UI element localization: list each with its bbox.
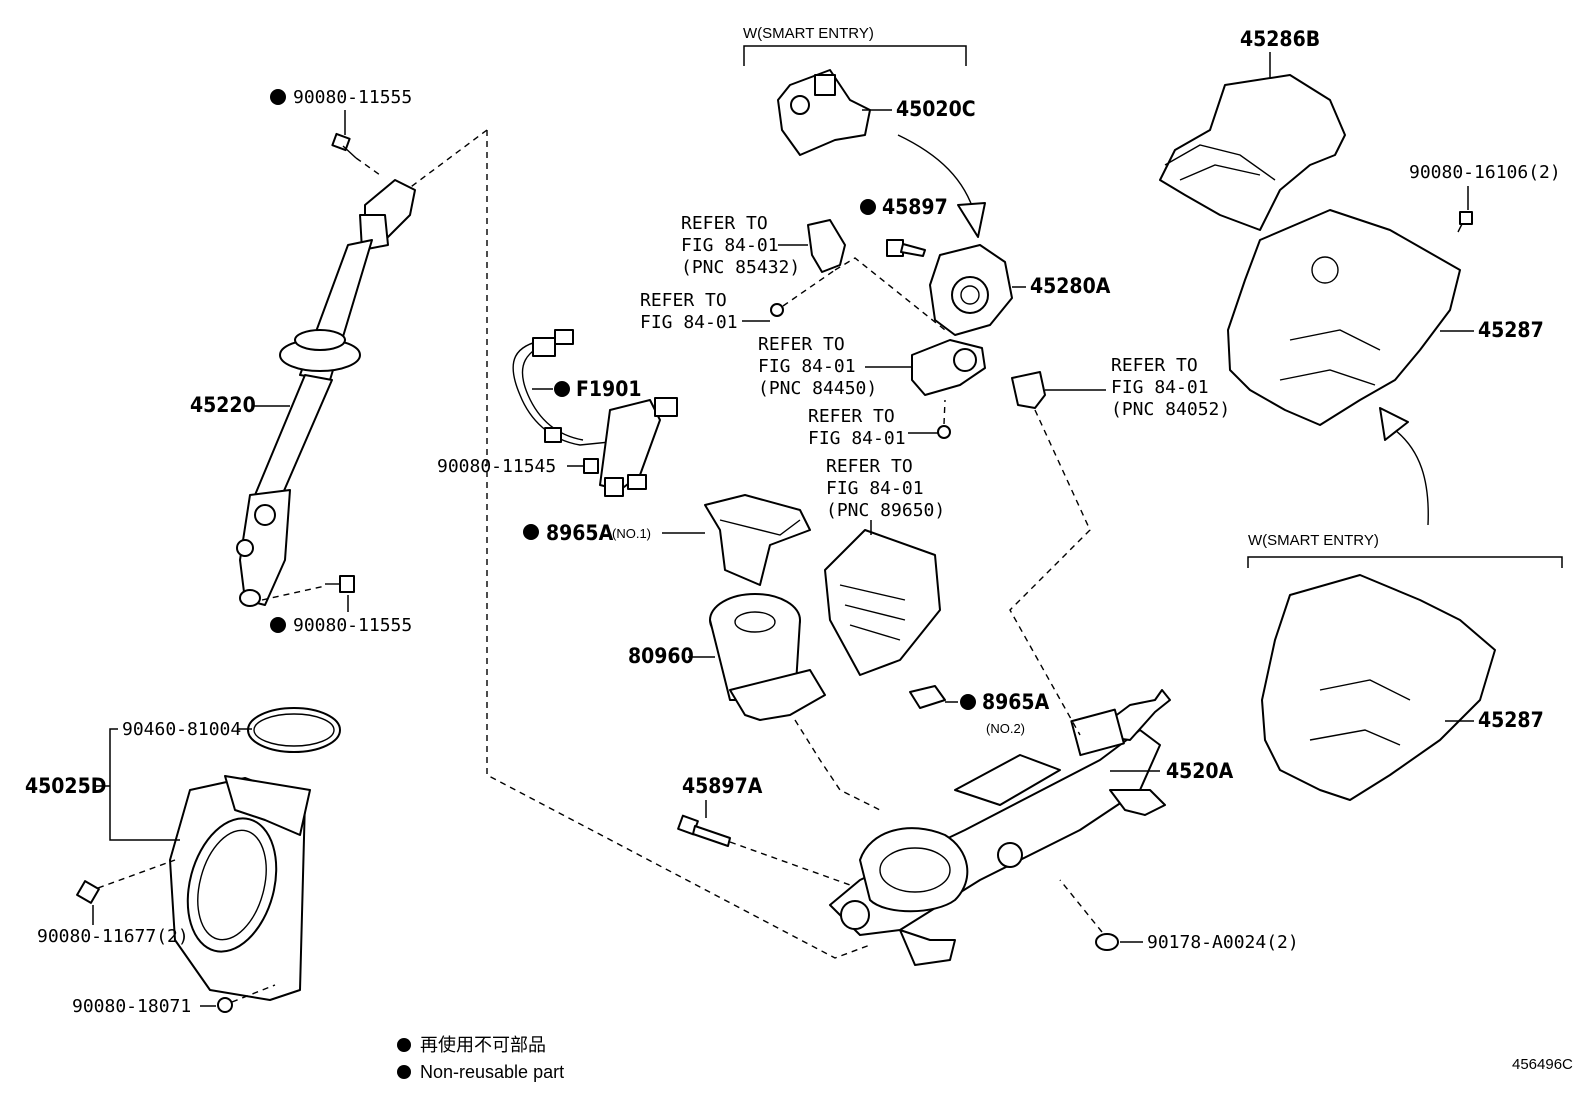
label-45287-bottom: 45287 <box>1478 708 1544 732</box>
label-8965A-no2-note: (NO.2) <box>986 721 1025 736</box>
label-45897A: 45897A <box>682 774 763 798</box>
legend-dot-jp <box>397 1038 411 1052</box>
upper-column-cover-45286B <box>1159 74 1346 231</box>
bolt-45897A <box>677 814 731 847</box>
switch-84052 <box>1011 371 1046 409</box>
group-smart-entry-right: W(SMART ENTRY) <box>1248 532 1379 549</box>
label-90080-16106: 90080-16106(2) <box>1409 162 1561 183</box>
label-F1901: F1901 <box>576 377 642 401</box>
assembly-arrow-icon <box>897 134 986 238</box>
legend: 再使用不可部品 Non-reusable part <box>397 1035 564 1082</box>
ref-84450-line2: FIG 84-01 <box>758 356 856 377</box>
sensor-cover-8965A-no1 <box>704 494 811 586</box>
ref-84052-line1: REFER TO <box>1111 355 1198 376</box>
ref-89650-line1: REFER TO <box>826 456 913 477</box>
ref-fig-a-line2: FIG 84-01 <box>640 312 738 333</box>
ref-84450-line1: REFER TO <box>758 334 845 355</box>
nut-90080-18071 <box>217 997 233 1013</box>
label-90080-11545: 90080-11545 <box>437 456 556 477</box>
ref-84052-line2: FIG 84-01 <box>1111 377 1209 398</box>
label-45287-top: 45287 <box>1478 318 1544 342</box>
bolt-45897 <box>886 239 926 257</box>
screw-fig-84-01-b <box>937 425 951 439</box>
ref-85432-line3: (PNC 85432) <box>681 257 800 278</box>
ref-85432-line2: FIG 84-01 <box>681 235 779 256</box>
screw-fig-84-01-a <box>770 303 784 317</box>
label-45220: 45220 <box>190 393 256 417</box>
steering-ecu-89650 <box>824 529 941 676</box>
sensor-84450 <box>911 339 986 396</box>
sensor-cover-8965A-no2 <box>909 685 946 709</box>
label-90080-18071: 90080-18071 <box>72 996 191 1017</box>
ref-84450-line3: (PNC 84450) <box>758 378 877 399</box>
bolt-90080-11677 <box>76 880 100 904</box>
label-90080-11555-bottom: 90080-11555 <box>293 615 412 636</box>
label-8965A-no1-note: (NO.1) <box>612 526 651 541</box>
nut-90178-A0024 <box>1095 933 1119 951</box>
label-90460-81004: 90460-81004 <box>122 719 241 740</box>
ref-89650-line2: FIG 84-01 <box>826 478 924 499</box>
label-45286B: 45286B <box>1240 27 1320 51</box>
bolt-90080-11555-top <box>331 132 357 159</box>
group-smart-entry-top: W(SMART ENTRY) <box>743 25 874 42</box>
wire-harness-F1901 <box>512 329 678 497</box>
legend-jp: 再使用不可部品 <box>420 1035 546 1055</box>
bolt-90080-11555-bottom <box>325 575 355 593</box>
intermediate-shaft-45220 <box>236 179 416 607</box>
steering-lock-45020C <box>777 69 871 156</box>
motor-80960 <box>709 593 826 721</box>
switch-85432 <box>807 219 846 273</box>
label-90080-11555-top: 90080-11555 <box>293 87 412 108</box>
assembly-arrow-up-icon <box>1379 407 1429 526</box>
lock-bracket-45280A <box>929 244 1013 336</box>
label-45897: 45897 <box>882 195 948 219</box>
ref-89650-line3: (PNC 89650) <box>826 500 945 521</box>
dashed-guide-top <box>399 129 488 196</box>
ref-fig-a-line1: REFER TO <box>640 290 727 311</box>
legend-dot-en <box>397 1065 411 1079</box>
lower-column-cover-45287-top <box>1227 209 1461 426</box>
label-80960: 80960 <box>628 644 694 668</box>
label-90178-A0024: 90178-A0024(2) <box>1147 932 1299 953</box>
figure-id: 456496C <box>1512 1056 1573 1073</box>
label-45020C: 45020C <box>896 97 976 121</box>
column-hole-cover-45025D <box>169 707 341 1001</box>
label-45280A: 45280A <box>1030 274 1111 298</box>
ref-fig-b-line2: FIG 84-01 <box>808 428 906 449</box>
steering-column-4520A <box>829 689 1171 966</box>
legend-en: Non-reusable part <box>420 1062 564 1082</box>
ref-84052-line3: (PNC 84052) <box>1111 399 1230 420</box>
assembly-dashed-outline <box>486 130 871 959</box>
label-90080-11677: 90080-11677(2) <box>37 926 189 947</box>
ref-fig-b-line1: REFER TO <box>808 406 895 427</box>
label-8965A-no2: 8965A <box>982 690 1050 714</box>
label-45025D: 45025D <box>25 774 106 798</box>
screw-90080-16106 <box>1457 211 1473 233</box>
label-4520A: 4520A <box>1166 759 1234 783</box>
bolt-90080-11545 <box>583 458 599 474</box>
label-8965A-no1: 8965A <box>546 521 614 545</box>
lower-column-cover-45287-bottom <box>1261 574 1496 801</box>
ref-85432-line1: REFER TO <box>681 213 768 234</box>
